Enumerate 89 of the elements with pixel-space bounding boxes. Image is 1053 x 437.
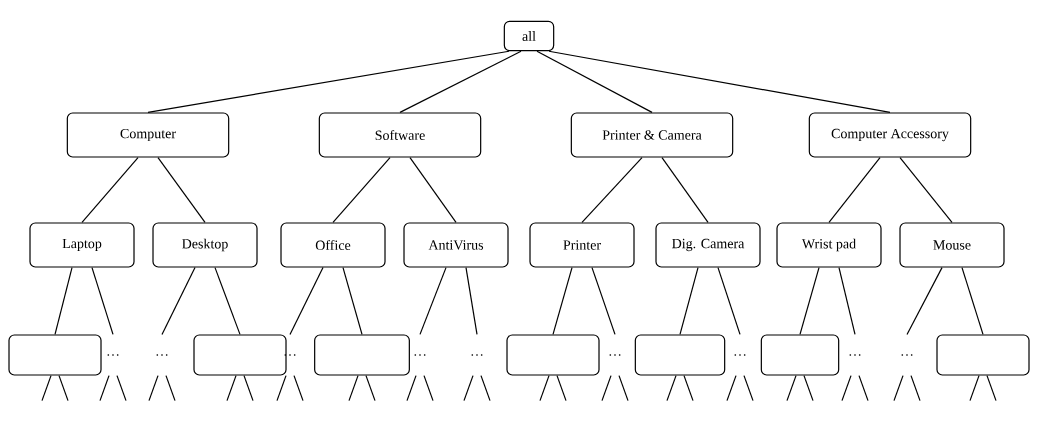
category-box: Computer Accessory <box>808 112 972 158</box>
ellipsis-text: … <box>107 354 119 356</box>
connector-line <box>91 267 114 335</box>
connector-line <box>289 267 324 335</box>
connector-line <box>581 157 643 223</box>
connector-line <box>986 375 997 402</box>
connector-line <box>58 375 69 402</box>
connector-line <box>161 267 196 335</box>
category-box: Software <box>318 112 482 158</box>
connector-line <box>858 375 869 402</box>
connector-line <box>717 267 741 335</box>
category-box: AntiVirus <box>403 222 509 268</box>
connector-line <box>552 267 573 335</box>
root-box: all <box>503 20 555 52</box>
connector-line <box>969 375 980 402</box>
connector-line <box>419 267 447 335</box>
empty-box <box>314 334 410 376</box>
connector-line <box>293 375 304 402</box>
connector-line <box>41 375 52 402</box>
category-box: Printer & Camera <box>570 112 734 158</box>
connector-line <box>679 267 699 335</box>
connector-line <box>480 375 491 402</box>
connector-line <box>147 50 510 113</box>
category-box: Wrist pad <box>776 222 882 268</box>
connector-line <box>726 375 737 402</box>
connector-line <box>539 375 550 402</box>
connector-line <box>841 375 852 402</box>
ellipsis-text: … <box>849 354 861 356</box>
connector-line <box>423 375 434 402</box>
connector-line <box>910 375 921 402</box>
connector-line <box>618 375 629 402</box>
connector-line <box>99 375 110 402</box>
ellipsis-text: … <box>156 354 168 356</box>
connector-line <box>601 375 612 402</box>
connector-line <box>214 267 241 335</box>
connector-line <box>548 50 891 113</box>
connector-line <box>828 157 881 223</box>
connector-line <box>838 267 856 335</box>
connector-line <box>591 267 616 335</box>
connector-line <box>743 375 754 402</box>
ellipsis-text: … <box>734 354 746 356</box>
empty-box <box>760 334 840 376</box>
ellipsis-text: … <box>414 354 426 356</box>
connector-line <box>961 267 984 335</box>
category-box: Dig. Camera <box>655 222 761 268</box>
connector-line <box>342 267 363 335</box>
category-box: Desktop <box>152 222 258 268</box>
connector-line <box>165 375 176 402</box>
connector-line <box>399 50 522 113</box>
connector-line <box>276 375 287 402</box>
category-box: Mouse <box>899 222 1005 268</box>
category-box: Printer <box>529 222 635 268</box>
ellipsis-text: … <box>284 354 296 356</box>
ellipsis-text: … <box>901 354 913 356</box>
connector-line <box>666 375 677 402</box>
ellipsis-text: … <box>609 354 621 356</box>
connector-line <box>899 157 953 223</box>
connector-line <box>243 375 254 402</box>
connector-line <box>661 157 709 223</box>
connector-line <box>556 375 567 402</box>
connector-line <box>226 375 237 402</box>
connector-line <box>157 157 206 223</box>
empty-box <box>506 334 600 376</box>
connector-line <box>409 157 457 223</box>
empty-box <box>8 334 102 376</box>
connector-line <box>332 157 391 223</box>
connector-line <box>463 375 474 402</box>
empty-box <box>634 334 726 376</box>
connector-line <box>148 375 159 402</box>
connector-line <box>348 375 359 402</box>
category-box: Laptop <box>29 222 135 268</box>
connector-line <box>799 267 820 335</box>
connector-line <box>536 50 653 113</box>
connector-line <box>786 375 797 402</box>
connector-line <box>906 267 943 335</box>
category-box: Computer <box>66 112 230 158</box>
connector-line <box>116 375 127 402</box>
connector-line <box>893 375 904 402</box>
connector-line <box>803 375 814 402</box>
ellipsis-text: … <box>471 354 483 356</box>
connector-line <box>365 375 376 402</box>
connector-line <box>81 157 139 223</box>
empty-box <box>936 334 1030 376</box>
connector-line <box>683 375 694 402</box>
connector-line <box>406 375 417 402</box>
category-box: Office <box>280 222 386 268</box>
connector-line <box>54 267 73 335</box>
empty-box <box>193 334 287 376</box>
connector-line <box>465 267 478 335</box>
